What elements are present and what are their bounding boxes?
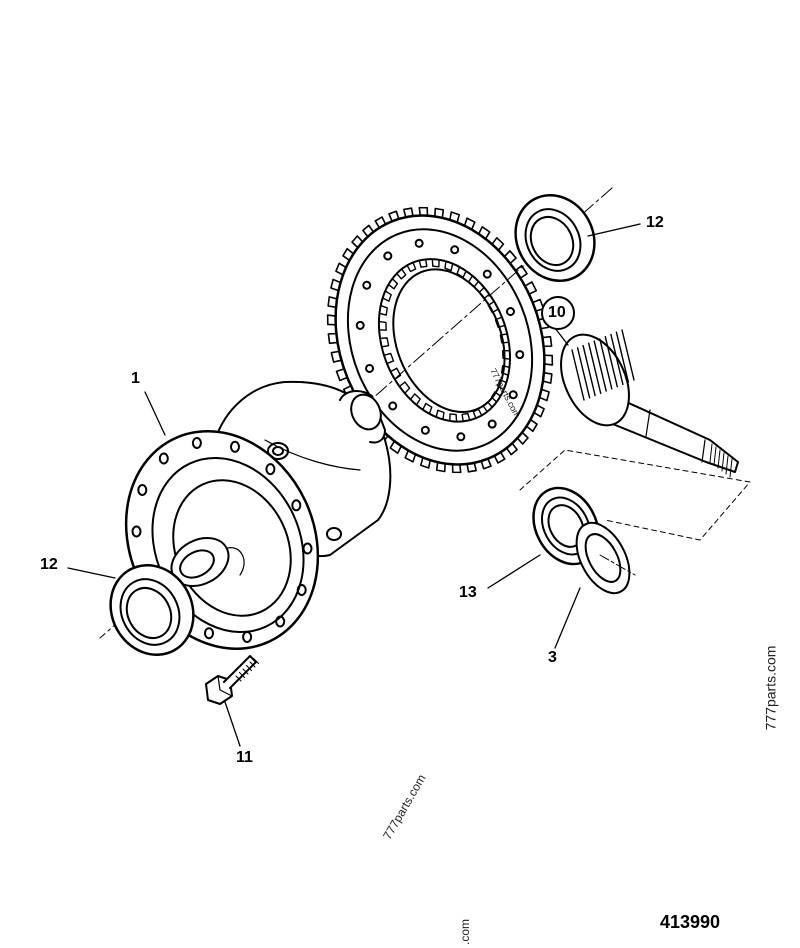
bolt-11-part: [205, 655, 259, 705]
bearing-top-part: [514, 194, 596, 282]
callout-1: 1: [131, 370, 140, 387]
leader-lines: [67, 223, 641, 747]
callout-10: 10: [548, 304, 566, 321]
drawing-number: 413990: [660, 912, 721, 932]
shim-3-part: [575, 521, 636, 595]
watermark-right: 777parts.com: [762, 645, 779, 731]
callout-3: 3: [548, 649, 557, 666]
callout-12-top: 12: [646, 214, 664, 231]
callout-13: 13: [459, 584, 477, 601]
callout-12-left: 12: [40, 556, 58, 573]
callout-11: 11: [236, 749, 253, 766]
group-bracket: [519, 449, 751, 541]
watermark-bottom: .com: [458, 918, 473, 946]
callout-10-circle: [541, 296, 575, 330]
bearing-left-part: [109, 564, 195, 656]
pinion-shaft-part: [560, 329, 739, 478]
